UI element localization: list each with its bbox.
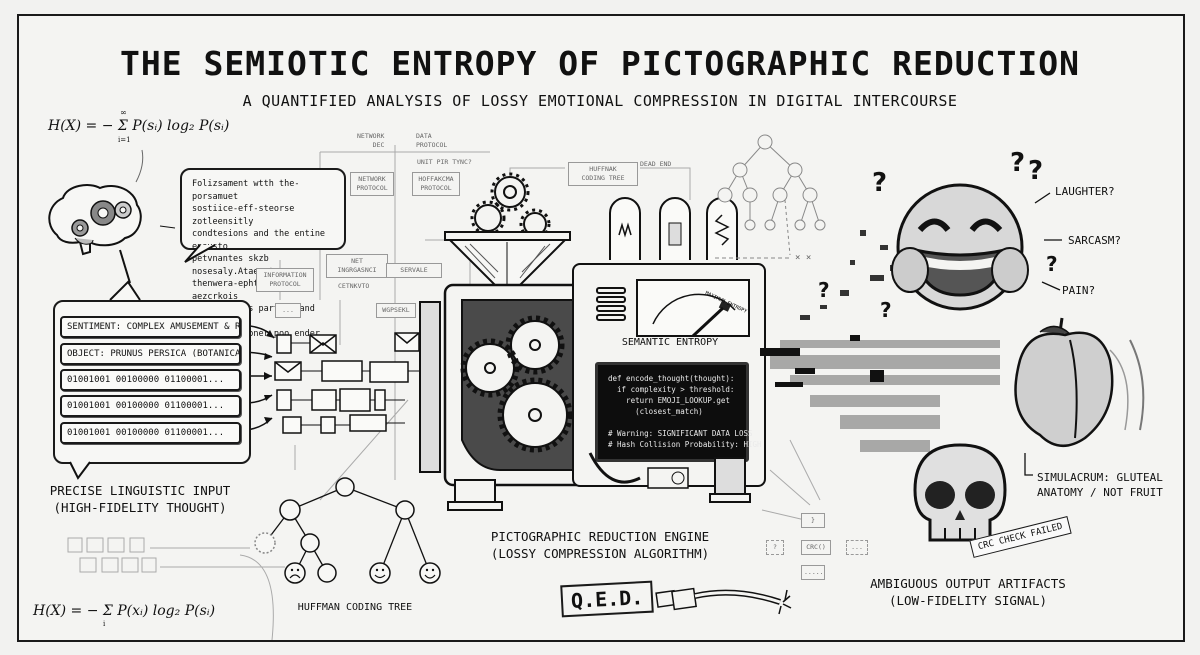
- label-unit-per-type: UNIT PIR TYNC?: [417, 158, 472, 166]
- huffman-coding-tree: [254, 477, 441, 584]
- box-net-interface: NET INGRGASNCI: [326, 254, 388, 278]
- input-row-binary-2: 01001001 00100000 01100001...: [60, 395, 241, 417]
- box-network-protocol: NETWORK PROTOCOL: [350, 172, 394, 196]
- input-row-sentiment: SENTIMENT: COMPLEX AMUSEMENT & RELIEF: [60, 316, 241, 338]
- box-servale: SERVALE: [386, 263, 442, 278]
- output-caption: AMBIGUOUS OUTPUT ARTIFACTS (LOW-FIDELITY…: [870, 576, 1066, 608]
- faint-packet-sequence: [67, 537, 157, 573]
- question-mark-icon: ?: [818, 278, 830, 302]
- huffman-tree-caption: HUFFMAN CODING TREE: [297, 602, 413, 613]
- crc-bottom-box: .....: [801, 565, 825, 580]
- code-screen: def encode_thought(thought): if complexi…: [595, 362, 762, 462]
- box-huffman-protocol: HOFFAKCMA PROTOCOL: [412, 172, 460, 196]
- input-row-binary-3: 01001001 00100000 01100001...: [60, 422, 241, 444]
- box-message: WGPSEKL: [376, 303, 416, 318]
- input-row-object: OBJECT: PRUNUS PERSICA (BOTANICAL): [60, 343, 241, 365]
- page-title: THE SEMIOTIC ENTROPY OF PICTOGRAPHIC RED…: [120, 44, 1080, 83]
- label-dead-end: DEAD END: [640, 160, 672, 168]
- glitch-pixel-stream: [760, 230, 1000, 452]
- box-information-protocol: INFORMATION PROTOCOL: [256, 268, 314, 292]
- question-mark-icon: ?: [1028, 156, 1044, 186]
- input-caption: PRECISE LINGUISTIC INPUT (HIGH-FIDELITY …: [49, 483, 231, 515]
- label-sarcasm: SARCASM?: [1068, 234, 1121, 247]
- question-mark-icon: ?: [1046, 252, 1058, 276]
- label-laughter: LAUGHTER?: [1055, 185, 1115, 198]
- peach-label: SIMULACRUM: GLUTEAL ANATOMY / NOT FRUIT: [1037, 471, 1163, 499]
- label-pain: PAIN?: [1062, 284, 1096, 297]
- gauge-label: SEMANTIC ENTROPY: [621, 337, 719, 348]
- crc-top-box: }: [801, 513, 825, 528]
- engine-caption: PICTOGRAPHIC REDUCTION ENGINE (LOSSY COM…: [490, 529, 710, 561]
- question-mark-icon: ?: [1010, 148, 1026, 178]
- crc-output-box: ...: [846, 540, 868, 555]
- laughing-crying-emoji: [891, 183, 1029, 311]
- input-row-binary-1: 01001001 00100000 01100001...: [60, 369, 241, 391]
- packet-network-icons: [274, 332, 420, 434]
- semantic-entropy-gauge: MAXIMUM ENTROPY: [596, 279, 750, 338]
- question-mark-icon: ?: [880, 298, 892, 322]
- label-network-dec: NETWORK DEC: [357, 132, 385, 149]
- skull-emoji: [913, 443, 1007, 542]
- box-ellipsis: ...: [275, 303, 301, 318]
- engine-base: [588, 452, 751, 503]
- broken-usb-cable-icon: [655, 587, 792, 615]
- box-huffman-coding-tree: HUFFNAK CODING TREE: [568, 162, 638, 186]
- svg-text:× ×: × ×: [795, 253, 811, 263]
- label-identity: CETNKVTO: [338, 282, 370, 290]
- page-subtitle: A QUANTIFIED ANALYSIS OF LOSSY EMOTIONAL…: [242, 92, 958, 110]
- entropy-formula-top: ∞ H(X) = − Σ P(sᵢ) log₂ P(sᵢ) i=1: [48, 108, 230, 144]
- crc-input-box: ?: [766, 540, 784, 555]
- faint-binary-tree: × ×: [715, 134, 826, 263]
- qed-stamp: Q.E.D.: [560, 580, 655, 618]
- vacuum-tubes: [609, 197, 738, 260]
- gear-box-engine: [419, 283, 597, 511]
- crc-function-box: CRC(): [801, 540, 831, 555]
- entropy-formula-bottom: H(X) = − Σ P(xᵢ) log₂ P(sᵢ) i: [33, 603, 216, 628]
- brain-gears-icon: [48, 184, 142, 256]
- question-mark-icon: ?: [872, 168, 888, 198]
- label-data-protocol: DATA PROTOCOL: [416, 132, 448, 149]
- peach-emoji: [1014, 317, 1145, 447]
